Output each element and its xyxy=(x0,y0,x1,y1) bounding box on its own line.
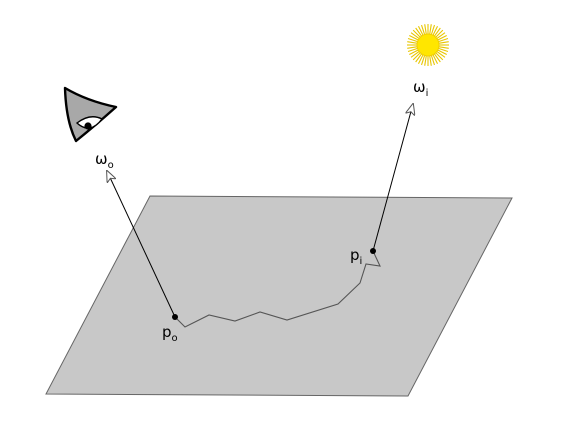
incident-direction-label: ωi xyxy=(413,78,428,99)
scattering-path xyxy=(174,250,381,328)
outgoing-direction-label: ωo xyxy=(95,150,114,171)
surface-plane xyxy=(45,195,513,397)
exit-point xyxy=(172,314,178,320)
sun-icon xyxy=(407,24,449,66)
outgoing-direction-arrow xyxy=(107,171,176,318)
entry-point xyxy=(370,248,376,254)
entry-point-label: pi xyxy=(350,246,362,267)
eye-icon xyxy=(63,86,118,143)
exit-point-label: po xyxy=(162,323,178,344)
incident-direction-arrow xyxy=(372,104,413,252)
